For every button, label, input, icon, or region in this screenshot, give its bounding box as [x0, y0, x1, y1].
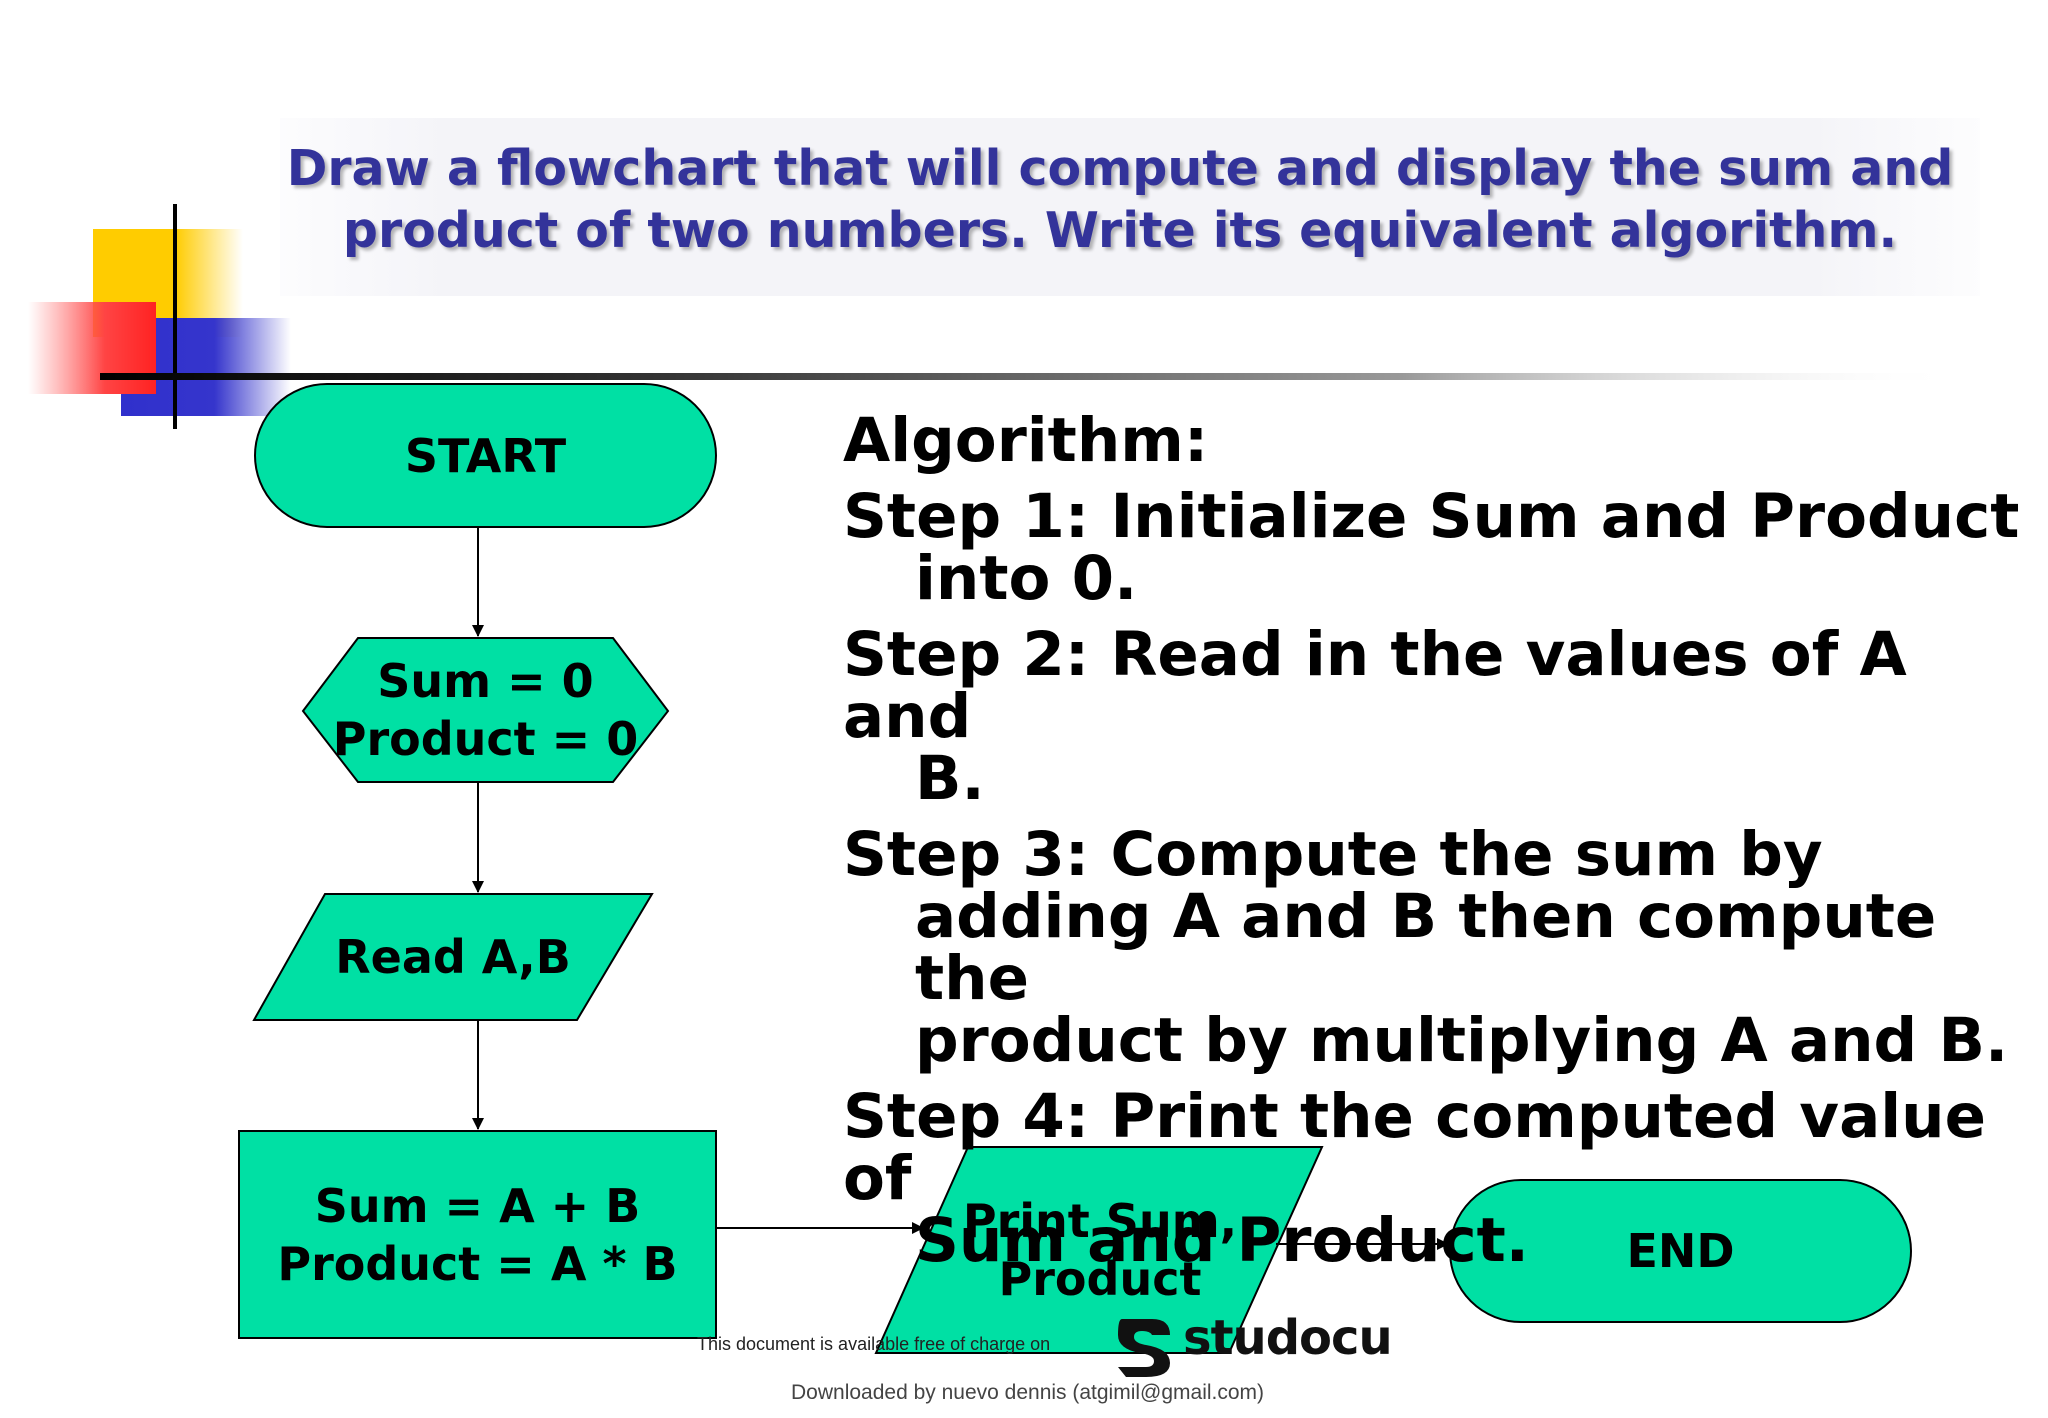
algorithm-heading: Algorithm:: [843, 405, 1209, 476]
compute-label-line-1: Sum = A + B: [314, 1178, 641, 1233]
availability-notice: This document is available free of charg…: [697, 1334, 1051, 1354]
step-4-line-1: Step 4: Print the computed value of: [843, 1081, 1986, 1214]
algorithm-step-1: Step 1: Initialize Sum and Product into …: [843, 486, 2023, 610]
algorithm-section: Algorithm: Step 1: Initialize Sum and Pr…: [843, 410, 2023, 1286]
init-preparation-shape: [301, 637, 670, 783]
print-node: Print Sum, Product: [925, 1180, 1275, 1320]
step-3-line-1: Step 3: Compute the sum by: [843, 819, 1823, 890]
print-label-line-1: Print Sum,: [962, 1194, 1238, 1248]
step-3-line-2: adding A and B then compute the: [915, 881, 1937, 1014]
read-input-shape: [252, 893, 654, 1021]
title-rule-line: [100, 373, 1960, 380]
step-1-line-1: Step 1: Initialize Sum and Product: [843, 481, 2020, 552]
read-node: Read A,B: [254, 894, 652, 1020]
compute-node: Sum = A + B Product = A * B: [239, 1131, 716, 1338]
start-terminator-shape: [254, 383, 717, 528]
algorithm-step-4: Step 4: Print the computed value of Sum …: [843, 1086, 2023, 1272]
deco-vertical-line: [173, 204, 177, 429]
start-node: START: [255, 384, 716, 527]
start-label: START: [404, 428, 567, 483]
init-label-line-2: Product = 0: [332, 712, 639, 766]
algorithm-step-2: Step 2: Read in the values of A and B.: [843, 624, 2023, 810]
algorithm-step-3: Step 3: Compute the sum by adding A and …: [843, 824, 2023, 1072]
slide-title-line-2: product of two numbers. Write its equiva…: [342, 202, 1898, 259]
title-background: [280, 118, 1980, 296]
step-3-line-3: product by multiplying A and B.: [915, 1005, 2009, 1076]
step-2-line-2: B.: [915, 743, 985, 814]
studocu-wordmark[interactable]: studocu: [1183, 1310, 1393, 1366]
step-1-line-2: into 0.: [915, 543, 1138, 614]
read-label: Read A,B: [335, 930, 571, 984]
init-label-line-1: Sum = 0: [377, 654, 594, 708]
print-output-shape: [874, 1146, 1324, 1354]
end-label: END: [1626, 1224, 1735, 1278]
step-2-line-1: Step 2: Read in the values of A and: [843, 619, 1907, 752]
end-terminator-shape: [1449, 1179, 1912, 1323]
download-attribution: Downloaded by nuevo dennis (atgimil@gmai…: [791, 1381, 1265, 1404]
print-label-line-2: Product: [998, 1252, 1202, 1306]
step-4-line-2: Sum and Product.: [915, 1205, 1529, 1276]
compute-label-line-2: Product = A * B: [277, 1236, 678, 1291]
compute-process-shape: [238, 1130, 717, 1339]
slide-title-line-1: Draw a flowchart that will compute and d…: [286, 140, 1954, 197]
init-node: Sum = 0 Product = 0: [303, 638, 668, 782]
studocu-logo-icon: [1118, 1319, 1170, 1377]
end-node: END: [1450, 1180, 1911, 1322]
